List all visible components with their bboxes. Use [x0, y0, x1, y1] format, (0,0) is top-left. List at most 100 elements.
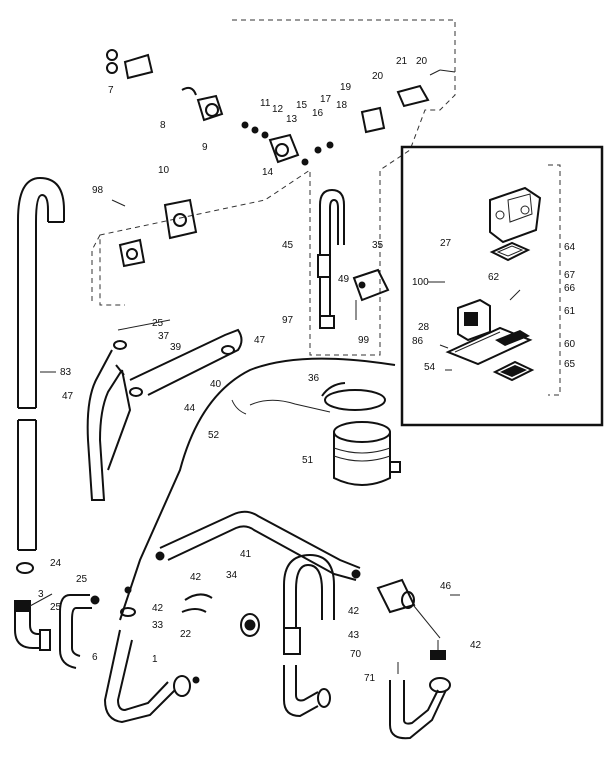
callout-7: 7: [108, 85, 114, 96]
callout-13: 13: [286, 114, 298, 125]
part-65-block: [492, 360, 535, 382]
callout-43: 43: [348, 630, 360, 641]
callout-24: 24: [50, 558, 62, 569]
callout-12: 12: [272, 104, 284, 115]
callout-51: 51: [302, 455, 314, 466]
callout-18: 18: [336, 100, 348, 111]
part-1-hose: [103, 607, 191, 724]
callout-42-c: 42: [348, 606, 360, 617]
part-51-pump: [333, 421, 401, 486]
inset-group-bracket: [548, 164, 561, 396]
callout-39: 39: [170, 342, 182, 353]
part-25-hose: [59, 594, 100, 669]
callout-42-a: 42: [190, 572, 202, 583]
part-83-hose: [17, 176, 65, 551]
callout-98: 98: [92, 185, 104, 196]
part-14-valve-body: [268, 133, 300, 164]
callout-11: 11: [260, 98, 271, 109]
callout-labels: 7 8 9 10 11 12 13 14 15 16 17 18 19 20 2…: [38, 56, 576, 684]
group-boundaries: [91, 19, 456, 356]
callout-19: 19: [340, 82, 352, 93]
callout-20-right: 20: [416, 56, 428, 67]
callout-21: 21: [396, 56, 408, 67]
part-41-long-tube: [119, 357, 396, 621]
part-7-clamp: [123, 53, 154, 80]
callout-67: 67: [564, 270, 576, 281]
callout-65: 65: [564, 359, 576, 370]
callout-97: 97: [282, 315, 294, 326]
callout-17: 17: [320, 94, 332, 105]
callout-25-lower-b: 25: [50, 602, 62, 613]
callout-6: 6: [92, 652, 98, 663]
callout-45: 45: [282, 240, 294, 251]
upper-valve-group-outline: [99, 19, 456, 356]
part-98-mount-plate: [111, 198, 198, 268]
callout-44: 44: [184, 403, 196, 414]
callout-36: 36: [308, 373, 320, 384]
leader-86: [439, 344, 449, 349]
callout-15: 15: [296, 100, 308, 111]
inset-detail-panel: [400, 145, 604, 427]
callout-64: 64: [564, 242, 576, 253]
callout-66: 66: [564, 283, 576, 294]
callout-47-left: 47: [62, 391, 74, 402]
part-27-bracket: [489, 186, 542, 244]
part-42-connectors: [124, 586, 200, 684]
part-45-hose: [317, 188, 345, 329]
callout-52: 52: [208, 430, 220, 441]
callout-37: 37: [158, 331, 170, 342]
callout-20-left: 20: [372, 71, 384, 82]
callout-25-top: 25: [152, 318, 164, 329]
callout-34: 34: [226, 570, 238, 581]
part-19-fitting: [360, 106, 386, 134]
callout-22: 22: [180, 629, 192, 640]
callout-60: 60: [564, 339, 576, 350]
callout-42-d: 42: [470, 640, 482, 651]
callout-41: 41: [240, 549, 252, 560]
callout-42-b: 42: [152, 603, 164, 614]
part-49-valve: [352, 268, 390, 320]
callout-14: 14: [262, 167, 274, 178]
callout-28: 28: [418, 322, 430, 333]
callout-1: 1: [152, 654, 158, 665]
part-43-hose: [283, 553, 335, 718]
callout-100: 100: [412, 277, 429, 288]
callout-27: 27: [440, 238, 452, 249]
leader-66: [509, 289, 521, 301]
callout-33: 33: [152, 620, 164, 631]
callout-62: 62: [488, 272, 500, 283]
callout-16: 16: [312, 108, 324, 119]
leader-lines: [29, 281, 460, 607]
callout-40: 40: [210, 379, 222, 390]
part-8-clip: [181, 86, 197, 96]
callout-9: 9: [202, 142, 208, 153]
part-60-plate: [445, 326, 533, 366]
part-46-coupling: [376, 578, 441, 639]
part-20-connector: [396, 84, 430, 108]
callout-71: 71: [364, 673, 376, 684]
callout-86: 86: [412, 336, 424, 347]
part-36-clamp: [321, 382, 386, 411]
part-64-gasket: [489, 241, 531, 262]
callout-61: 61: [564, 306, 576, 317]
upper-fittings: [106, 49, 456, 166]
callout-54: 54: [424, 362, 436, 373]
part-70-hose: [389, 640, 451, 740]
part-6-hose-elbow: [14, 562, 51, 651]
callout-46: 46: [440, 581, 452, 592]
callout-8: 8: [160, 120, 166, 131]
callout-3: 3: [38, 589, 44, 600]
mount-plate-outline: [91, 234, 101, 305]
part-40-drain-assembly: [86, 328, 243, 501]
callout-83: 83: [60, 367, 72, 378]
part-7-washer: [106, 49, 118, 61]
part-9-coupling: [196, 94, 224, 122]
callout-70: 70: [350, 649, 362, 660]
part-52-hose: [231, 399, 331, 415]
callout-49: 49: [338, 274, 350, 285]
callout-10: 10: [158, 165, 170, 176]
callout-35: 35: [372, 240, 384, 251]
inset-frame: [400, 145, 604, 427]
